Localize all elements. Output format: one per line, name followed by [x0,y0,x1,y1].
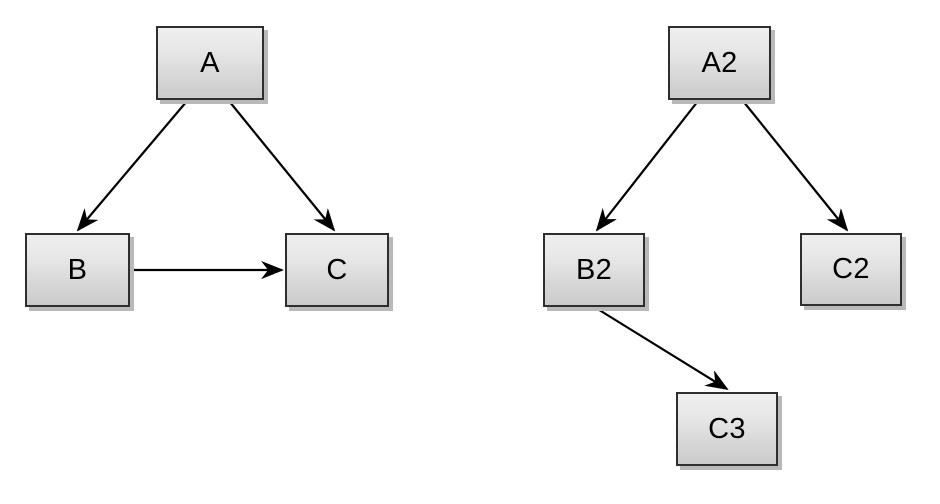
node-a[interactable]: A [156,26,264,100]
node-label-c2: C2 [832,253,870,285]
node-b2[interactable]: B2 [543,233,645,307]
node-label-a2: A2 [701,46,738,79]
node-c[interactable]: C [285,233,389,307]
edge-a-to-c [228,100,334,230]
node-label-c3: C3 [708,412,746,445]
edge-b2-to-c3 [595,307,727,389]
edge-a2-to-b2 [597,100,699,230]
node-label-b: B [67,253,88,286]
node-label-a: A [200,46,220,79]
node-label-c: C [326,253,348,286]
node-a2[interactable]: A2 [668,26,771,100]
node-b[interactable]: B [25,233,130,307]
node-c3[interactable]: C3 [676,392,778,466]
edges-group [78,100,847,389]
node-label-b2: B2 [575,253,613,286]
edge-a-to-b [78,100,188,230]
edge-a2-to-c2 [742,100,847,230]
node-c2[interactable]: C2 [800,233,902,306]
